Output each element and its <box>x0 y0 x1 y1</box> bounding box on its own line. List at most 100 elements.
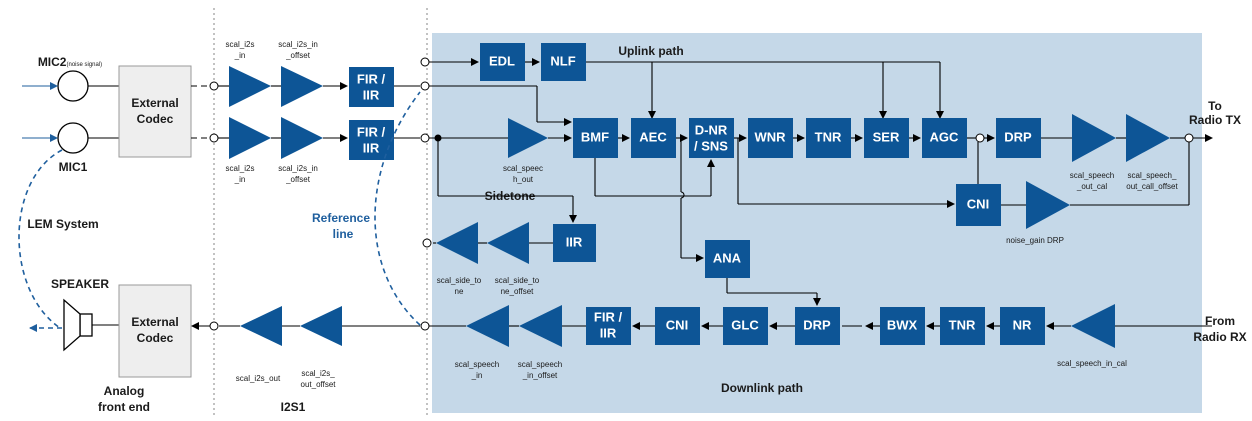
edl-block: EDL <box>480 43 525 81</box>
svg-text:/ SNS: / SNS <box>694 138 728 153</box>
scal-speech-in-offset-amp <box>519 305 562 347</box>
downlink-path-label: Downlink path <box>721 381 803 395</box>
label-scal-speech-in-cal: scal_speech_in_cal <box>1057 359 1127 368</box>
agc-block: AGC <box>922 118 967 158</box>
label-noise-gain-drp: noise_gain DRP <box>1006 236 1064 245</box>
mic1-icon <box>57 122 89 154</box>
label-scal-side-tone-offset-1: scal_side_to <box>495 276 540 285</box>
svg-text:FIR /: FIR / <box>357 124 386 139</box>
scal-i2s-in-offset-amp-2 <box>281 117 323 159</box>
nlf-block: NLF <box>541 43 586 81</box>
svg-text:WNR: WNR <box>754 129 786 144</box>
label-scal-i2s-in-offset-top-1: scal_i2s_in <box>278 40 318 49</box>
svg-text:BWX: BWX <box>887 317 918 332</box>
scal-i2s-out-offset-amp <box>300 306 342 346</box>
reference-line-label-2: line <box>333 227 354 241</box>
svg-text:CNI: CNI <box>967 196 989 211</box>
tnr-block-uplink: TNR <box>806 118 851 158</box>
cni-block-uplink: CNI <box>956 184 1001 226</box>
uplink-path-label: Uplink path <box>618 44 683 58</box>
codec-input-label-2: Codec <box>137 112 174 126</box>
label-scal-speech-in-offset-2: _in_offset <box>522 371 558 380</box>
scal-speech-in-amp <box>466 305 509 347</box>
cni-block-downlink: CNI <box>655 307 700 345</box>
scal-speech-out-call-offset-amp <box>1126 114 1170 162</box>
label-scal-i2s-in-offset-top-2: _offset <box>285 51 311 60</box>
label-scal-i2s-out-offset-1: scal_i2s_ <box>301 369 335 378</box>
mic2-icon <box>57 70 89 102</box>
from-radio-rx-label-2: Radio RX <box>1193 330 1246 344</box>
codec-input-label-1: External <box>131 96 178 110</box>
svg-text:IIR: IIR <box>363 140 380 155</box>
svg-text:AEC: AEC <box>639 129 667 144</box>
label-scal-speech-out-cal-2: _out_cal <box>1076 182 1107 191</box>
scal-i2s-out-amp <box>240 306 282 346</box>
aec-block: AEC <box>631 118 676 158</box>
svg-text:AGC: AGC <box>930 129 960 144</box>
label-scal-i2s-in-offset-bottom-2: _offset <box>285 175 311 184</box>
speaker-icon <box>63 298 93 352</box>
tnr-block-downlink: TNR <box>940 307 985 345</box>
wnr-block: WNR <box>748 118 793 158</box>
label-scal-side-tone-2: ne <box>455 287 464 296</box>
label-scal-speech-out-call-offset-1: scal_speech_ <box>1128 171 1177 180</box>
to-radio-tx-label-1: To <box>1208 99 1222 113</box>
iir-block: IIR <box>553 224 596 262</box>
mic2-label: MIC2(noise signal) <box>38 55 102 69</box>
analog-front-end-label-1: Analog <box>104 384 145 398</box>
svg-text:GLC: GLC <box>731 317 759 332</box>
drp-block-downlink: DRP <box>795 307 840 345</box>
label-scal-i2s-out-offset-2: out_offset <box>301 380 337 389</box>
label-scal-i2s-in-offset-bottom-1: scal_i2s_in <box>278 164 318 173</box>
svg-text:DRP: DRP <box>1004 129 1032 144</box>
reference-line-label-1: Reference <box>312 211 370 225</box>
scal-i2s-in-offset-amp-1 <box>281 66 323 107</box>
fir-iir-block-bottom: FIR / IIR <box>349 120 394 160</box>
svg-text:CNI: CNI <box>666 317 688 332</box>
label-scal-speech-out-2: h_out <box>513 175 534 184</box>
label-scal-speech-out-cal-1: scal_speech <box>1070 171 1114 180</box>
scal-i2s-in-amp-1 <box>229 66 271 107</box>
codec-output-label-1: External <box>131 315 178 329</box>
svg-text:FIR /: FIR / <box>594 309 623 324</box>
scal-side-tone-amp <box>436 222 478 264</box>
svg-text:ANA: ANA <box>713 250 742 265</box>
noise-gain-drp-amp <box>1026 181 1070 229</box>
svg-text:NR: NR <box>1013 317 1032 332</box>
codec-output-label-2: Codec <box>137 331 174 345</box>
external-codec-output <box>118 284 192 378</box>
external-codec-input <box>118 65 192 158</box>
svg-text:TNR: TNR <box>949 317 976 332</box>
svg-text:FIR /: FIR / <box>357 71 386 86</box>
svg-text:BMF: BMF <box>581 129 609 144</box>
scal-speech-out-cal-amp <box>1072 114 1116 162</box>
label-scal-side-tone-offset-2: ne_offset <box>501 287 535 296</box>
svg-text:D-NR: D-NR <box>695 122 728 137</box>
mic1-label: MIC1 <box>59 160 88 174</box>
label-scal-speech-out-1: scal_speec <box>503 164 543 173</box>
label-scal-i2s-out: scal_i2s_out <box>236 374 281 383</box>
to-radio-tx-label-2: Radio TX <box>1189 113 1241 127</box>
nr-block: NR <box>1000 307 1045 345</box>
bwx-block: BWX <box>880 307 925 345</box>
label-scal-i2s-in-bottom-1: scal_i2s <box>226 164 255 173</box>
svg-text:NLF: NLF <box>550 53 575 68</box>
svg-text:IIR: IIR <box>566 234 583 249</box>
drp-block-uplink: DRP <box>996 118 1041 158</box>
lem-system-label: LEM System <box>27 217 98 231</box>
dnr-sns-block: D-NR/ SNS <box>689 118 734 158</box>
svg-text:TNR: TNR <box>815 129 842 144</box>
dsp-region <box>432 33 1202 413</box>
ser-block: SER <box>864 118 909 158</box>
label-scal-speech-in-2: _in <box>471 371 483 380</box>
scal-side-tone-offset-amp <box>487 222 529 264</box>
speaker-label: SPEAKER <box>51 277 109 291</box>
bmf-block: BMF <box>573 118 618 158</box>
svg-text:IIR: IIR <box>363 87 380 102</box>
scal-speech-in-cal-amp <box>1071 304 1115 348</box>
fir-iir-block-top: FIR / IIR <box>349 67 394 107</box>
label-scal-speech-in-offset-1: scal_speech <box>518 360 562 369</box>
svg-text:SER: SER <box>873 129 900 144</box>
svg-text:IIR: IIR <box>600 325 617 340</box>
